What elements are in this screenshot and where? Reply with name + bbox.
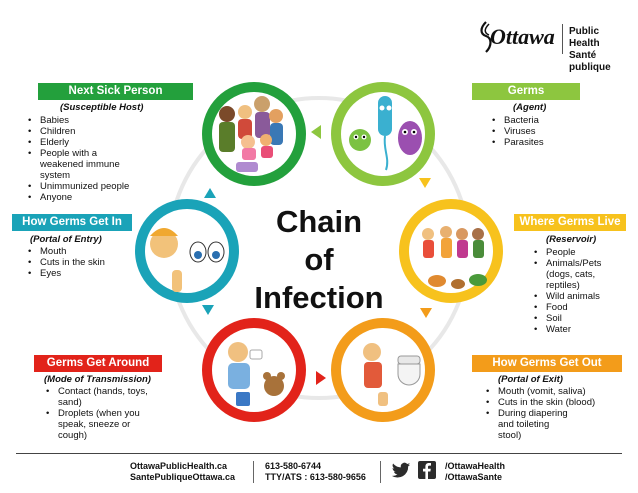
footer-rule: [16, 453, 622, 454]
center-title-line2: of: [304, 242, 334, 277]
list-item: Food: [532, 302, 601, 313]
germs-illustration: [349, 96, 422, 171]
list-item: Children: [26, 126, 129, 137]
exit-illustration: [363, 343, 421, 406]
list-item: Animals/Pets: [532, 258, 601, 269]
list-item-continuation: weakened immune: [40, 159, 120, 170]
list-germs: Bacteria Viruses Parasites: [490, 115, 544, 148]
footer-phones: 613-580-6744 TTY/ATS : 613-580-9656: [265, 461, 366, 483]
label-get-around: Germs Get Around: [34, 355, 162, 372]
list-item: Mouth (vomit, saliva): [484, 386, 595, 397]
list-item: Elderly: [26, 137, 129, 148]
list-item: Viruses: [490, 126, 544, 137]
list-item: Water: [532, 324, 601, 335]
list-item-continuation: cough): [58, 430, 88, 441]
reservoir-illustration: [422, 226, 487, 289]
list-item-continuation: stool): [498, 430, 522, 441]
footer-websites: OttawaPublicHealth.ca SantePubliqueOttaw…: [130, 461, 235, 483]
list-item-continuation: sand): [58, 397, 82, 408]
list-item: Wild animals: [532, 291, 601, 302]
list-item: During diapering: [484, 408, 595, 419]
dept-en: Public Health: [569, 26, 600, 49]
social-handle-fr[interactable]: /OttawaSante: [445, 472, 503, 482]
footer-divider: [380, 461, 381, 483]
list-item: People with a: [26, 148, 129, 159]
list-item: Anyone: [26, 192, 129, 203]
list-item: Droplets (when you: [44, 408, 148, 419]
list-item: Eyes: [26, 268, 105, 279]
footer-social: /OttawaHealth /OttawaSante: [445, 461, 505, 483]
label-germs: Germs: [472, 83, 580, 100]
facebook-icon[interactable]: [418, 461, 436, 479]
subtitle-get-in: (Portal of Entry): [30, 234, 102, 245]
subtitle-germs: (Agent): [513, 102, 547, 113]
circle-get-in: [135, 199, 239, 303]
list-item: Mouth: [26, 246, 105, 257]
twitter-icon[interactable]: [391, 460, 411, 480]
subtitle-where-live: (Reservoir): [546, 234, 597, 245]
list-where-live: People Animals/Pets (dogs, cats, reptile…: [532, 247, 601, 335]
subtitle-get-out: (Portal of Exit): [498, 374, 563, 385]
list-next-sick: Babies Children Elderly People with a we…: [26, 115, 129, 203]
list-get-around: Contact (hands, toys, sand) Droplets (wh…: [44, 386, 148, 441]
center-title: Chain of Infection: [239, 203, 399, 317]
dept-fr: Santé publique: [569, 50, 611, 73]
circle-next-sick: [202, 82, 306, 186]
list-item-continuation: (dogs, cats,: [546, 269, 596, 280]
logo-divider: [562, 24, 563, 54]
footer-divider: [253, 461, 254, 483]
center-title-line3: Infection: [254, 280, 384, 315]
list-item: Parasites: [490, 137, 544, 148]
facebook-glyph-icon: [423, 463, 431, 479]
subtitle-get-around: (Mode of Transmission): [44, 374, 151, 385]
label-where-live: Where Germs Live: [514, 214, 626, 231]
phone-number: 613-580-6744: [265, 461, 322, 471]
label-get-in: How Germs Get In: [12, 214, 132, 231]
list-item: Cuts in the skin (blood): [484, 397, 595, 408]
list-item: Soil: [532, 313, 601, 324]
social-handle-en[interactable]: /OttawaHealth: [445, 461, 506, 471]
transmission-illustration: [228, 342, 285, 406]
list-item-continuation: system: [40, 170, 71, 181]
ottawa-swirl-icon: [480, 21, 492, 53]
list-item-continuation: speak, sneeze or: [58, 419, 131, 430]
website-fr-link[interactable]: SantePubliqueOttawa.ca: [130, 472, 236, 482]
website-en-link[interactable]: OttawaPublicHealth.ca: [130, 461, 228, 471]
logo-department: Public Health Santé publique: [569, 26, 628, 74]
circle-get-out: [331, 318, 435, 422]
entry-illustration: [150, 228, 225, 292]
subtitle-next-sick: (Susceptible Host): [60, 102, 144, 113]
flow-arrows: [202, 125, 432, 385]
tty-number: TTY/ATS : 613-580-9656: [265, 472, 366, 482]
ottawa-wordmark: Ottawa: [490, 24, 555, 49]
center-title-line1: Chain: [275, 204, 363, 239]
list-item: People: [532, 247, 601, 258]
circle-germs: [331, 82, 435, 186]
list-get-in: Mouth Cuts in the skin Eyes: [26, 246, 105, 279]
list-item: Contact (hands, toys,: [44, 386, 148, 397]
ottawa-logo: Ottawa Public Health Santé publique: [478, 18, 628, 73]
circle-where-live: [399, 199, 503, 303]
list-item: Cuts in the skin: [26, 257, 105, 268]
circle-get-around: [202, 318, 306, 422]
list-item: Unimmunized people: [26, 181, 129, 192]
list-get-out: Mouth (vomit, saliva) Cuts in the skin (…: [484, 386, 595, 441]
list-item-continuation: and toileting: [498, 419, 550, 430]
list-item-continuation: reptiles): [546, 280, 580, 291]
people-illustration: [219, 96, 283, 172]
list-item: Babies: [26, 115, 129, 126]
label-next-sick: Next Sick Person: [38, 83, 193, 100]
label-get-out: How Germs Get Out: [472, 355, 622, 372]
list-item: Bacteria: [490, 115, 544, 126]
